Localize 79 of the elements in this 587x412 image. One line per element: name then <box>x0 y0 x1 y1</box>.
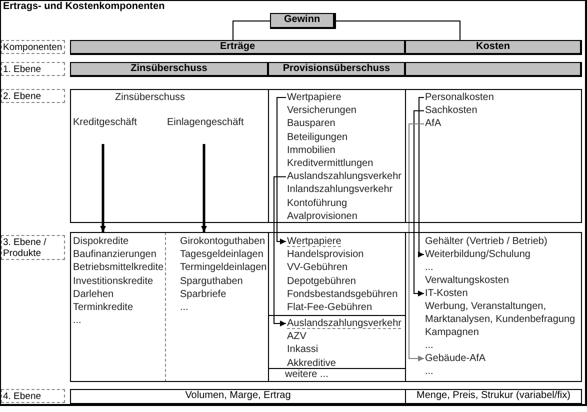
item-text: Werbung, Veranstaltungen, Marktanalysen, Kundenbefragung <box>425 300 582 326</box>
item-text: Inlandszahlungsverkehr <box>287 183 393 196</box>
item-text: ... <box>73 314 82 328</box>
item-text: Avalprovisionen <box>287 210 358 223</box>
item-text: Terminkredite <box>73 301 134 314</box>
arrow <box>418 97 424 258</box>
item-text: Baufinanzierungen <box>73 248 156 262</box>
item-text: Termingeldeinlagen <box>180 261 267 274</box>
cell-heading: Zinsüberschuss <box>115 92 186 103</box>
item-text: Handelsprovision <box>287 248 364 262</box>
row-label-box: Komponenten <box>1 40 65 54</box>
connector-line <box>336 20 460 40</box>
item-text: Akkreditive <box>287 356 336 370</box>
item-text: Kontoführung <box>287 196 348 210</box>
arrow <box>201 144 207 232</box>
item-text: Betriebsmittelkredite <box>73 261 164 274</box>
item-text: Sachkosten <box>425 104 478 118</box>
item-text: ... <box>425 339 434 352</box>
item-text: Flat-Fee-Gebühren <box>287 301 372 314</box>
table-cell <box>405 232 582 382</box>
row-label-box: 4. Ebene <box>1 389 65 403</box>
item-text: Einlagengeschäft <box>167 116 244 129</box>
header-bar: Kosten <box>405 40 582 55</box>
item-text: Tagesgeldeinlagen <box>180 248 264 262</box>
item-text: Fondsbestandsgebühren <box>287 288 398 301</box>
item-text: Kreditgeschäft <box>73 116 137 129</box>
item-text: Beteiligungen <box>287 130 348 144</box>
item-text: Immobilien <box>287 144 336 157</box>
table-cell <box>405 89 582 223</box>
row-label-box: 2. Ebene <box>1 89 65 103</box>
item-text: Sparguthaben <box>180 274 243 288</box>
item-text: ... <box>180 301 188 314</box>
item-text: AfA <box>425 117 442 130</box>
header-bar: Gewinn <box>270 13 336 29</box>
item-text: AZV <box>287 330 306 344</box>
item-text: Dispokredite <box>73 235 129 248</box>
item-text: ... <box>425 261 434 274</box>
item-text: Kreditvermittlungen <box>287 157 374 170</box>
table-cell: Menge, Preis, Strukur (variabel/fix) <box>405 389 582 404</box>
item-text: Gebäude-AfA <box>425 352 486 365</box>
item-text: Auslandszahlungsverkehr <box>287 170 402 184</box>
item-text: Depotgebühren <box>287 274 356 288</box>
table-cell <box>165 232 269 382</box>
item-text: Wertpapiere <box>287 235 342 248</box>
item-text: Investitionskredite <box>73 274 154 288</box>
item-text: Darlehen <box>73 288 114 301</box>
table-cell <box>268 89 406 223</box>
item-text: Inkassi <box>287 343 318 356</box>
arrow <box>276 97 286 244</box>
item-text: Versicherungen <box>287 104 356 118</box>
item-text: Personalkosten <box>425 91 494 104</box>
title: Ertrags- und Kostenkomponenten <box>3 1 165 12</box>
arrow <box>274 176 286 326</box>
table-cell: Volumen, Marge, Ertrag <box>70 389 406 404</box>
item-text: Weiterbildung/Schulung <box>425 248 530 261</box>
item-text: Verwaltungskosten <box>425 274 509 287</box>
item-text: Kampagnen <box>425 326 479 339</box>
item-text: Gehälter (Vertrieb / Betrieb) <box>425 235 548 248</box>
item-text: Wertpapiere <box>287 91 342 104</box>
table-cell <box>70 89 269 223</box>
header-bar: Zinsüberschuss <box>70 62 269 77</box>
item-text: ... <box>425 365 434 378</box>
item-text: Auslandszahlungsverkehr <box>287 317 402 330</box>
arrow <box>408 123 424 362</box>
item-text: Sparbriefe <box>180 288 226 301</box>
arrow <box>100 144 106 232</box>
header-bar: Provisionsüberschuss <box>268 62 406 77</box>
item-text: Bausparen <box>287 117 336 130</box>
row-label-box: 1. Ebene <box>1 62 65 76</box>
connector-line <box>232 20 270 40</box>
arrow <box>414 110 424 296</box>
item-text: Girokontoguthaben <box>180 235 266 248</box>
item-text: IT-Kosten <box>425 287 468 300</box>
item-text: VV-Gebühren <box>287 261 348 274</box>
row-label-box: 3. Ebene / Produkte <box>1 235 65 260</box>
header-bar: Erträge <box>70 40 406 55</box>
header-bar <box>405 62 582 77</box>
table-cell: weitere ... <box>268 368 406 382</box>
table-cell <box>70 232 166 382</box>
